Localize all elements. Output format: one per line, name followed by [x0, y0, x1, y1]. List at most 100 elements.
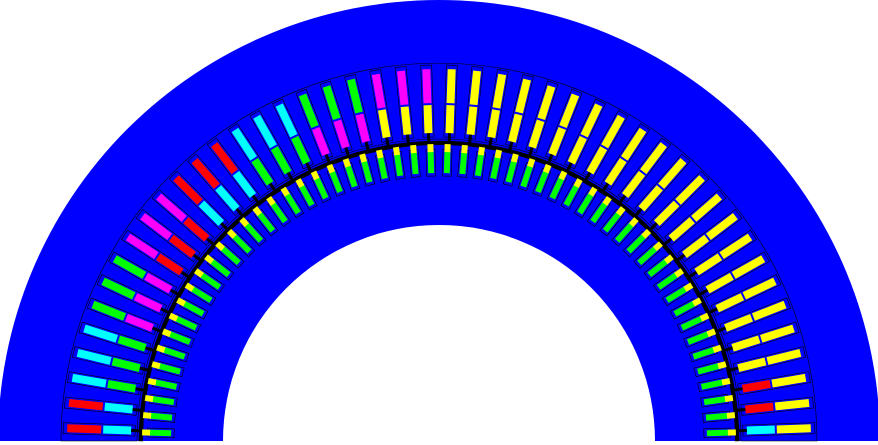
- rotor-bar-top: [717, 361, 727, 370]
- stator-coil-inner: [715, 293, 745, 313]
- rotor-bar: [220, 245, 241, 266]
- rotor-bar-top: [226, 228, 237, 239]
- stator-coil-inner: [668, 217, 695, 242]
- rotor-bar: [284, 192, 301, 215]
- stator-coil-inner: [104, 402, 134, 414]
- stator-slot-opening: [468, 134, 472, 144]
- stator-slot-opening: [192, 253, 202, 262]
- stator-slot-opening: [508, 141, 514, 151]
- rotor-bar-top: [215, 241, 226, 252]
- rotor-bar-top: [326, 163, 336, 174]
- stator-coil-outer: [67, 424, 102, 434]
- rotor-bar-top: [724, 394, 734, 403]
- rotor-bar-top: [727, 429, 736, 436]
- stator-slot-opening: [601, 182, 610, 192]
- rotor-bar: [647, 258, 669, 278]
- stator-coil-outer: [776, 424, 811, 434]
- rotor-bar-top: [683, 282, 694, 292]
- stator-coil-outer: [231, 127, 257, 161]
- rotor-bar: [377, 156, 388, 180]
- stator-slot-opening: [676, 253, 686, 262]
- stator-coil-outer: [140, 213, 173, 240]
- rotor-bar-top: [706, 328, 717, 338]
- stator-slot-opening: [723, 346, 734, 352]
- rotor-bar: [182, 300, 205, 317]
- stator-coil-outer: [469, 70, 482, 106]
- rotor-bar-top: [628, 217, 639, 228]
- stator-slot-opening: [406, 134, 410, 144]
- rotor-bar: [394, 153, 404, 177]
- stator-coil-outer: [675, 175, 705, 205]
- stator-slot-opening: [344, 146, 350, 157]
- shaft-bore: [223, 225, 655, 441]
- stator-coil-outer: [253, 114, 277, 149]
- rotor-bar-top: [461, 144, 468, 154]
- stator-slot-opening: [634, 207, 643, 217]
- rotor-bar-top: [542, 163, 552, 174]
- stator-slot-opening: [131, 428, 141, 433]
- stator-slot-opening: [135, 387, 145, 392]
- rotor-bar: [151, 396, 175, 406]
- stator-slot-opening: [584, 171, 592, 182]
- stator-coil-outer: [83, 324, 119, 343]
- stator-slot-opening: [618, 194, 627, 204]
- stator-coil-inner: [604, 157, 627, 186]
- rotor-bar-top: [527, 158, 536, 168]
- stator-coil-inner: [586, 146, 608, 175]
- stator-coil-inner: [466, 106, 478, 136]
- stator-slot-opening: [151, 326, 162, 333]
- rotor-bar-top: [477, 146, 486, 156]
- stator-slot-opening: [426, 133, 431, 143]
- rotor-bar: [703, 396, 727, 406]
- rotor-bar-top: [392, 146, 401, 156]
- stator-slot-opening: [663, 237, 673, 246]
- rotor-bar: [162, 346, 186, 360]
- rotor-bar-top: [161, 328, 172, 338]
- rotor-bar: [443, 151, 451, 174]
- rotor-bar: [680, 315, 704, 331]
- rotor-bar: [705, 412, 729, 421]
- rotor-bar-top: [142, 412, 152, 419]
- rotor-bar: [706, 429, 729, 437]
- stator-coil-outer: [173, 175, 203, 205]
- rotor-bar: [700, 379, 724, 390]
- rotor-bar: [686, 331, 710, 345]
- stator-coil-outer: [371, 73, 386, 109]
- stator-coil-inner: [168, 234, 197, 259]
- stator-coil-outer: [766, 349, 802, 365]
- stator-coil-inner: [198, 200, 225, 227]
- rotor-bar-top: [641, 228, 652, 239]
- stator-coil-inner: [111, 357, 141, 372]
- rotor-bar-top: [204, 254, 215, 265]
- stator-coil-outer: [91, 300, 127, 321]
- stator-slot-opening: [729, 366, 739, 372]
- stator-coil-inner: [746, 425, 775, 435]
- stator-coil-outer: [422, 69, 432, 104]
- stator-coil-outer: [446, 69, 456, 104]
- rotor-bar-top: [280, 186, 290, 197]
- stator-coil-outer: [705, 213, 738, 240]
- rotor-bar-top: [615, 206, 626, 217]
- rotor-bar: [199, 272, 222, 290]
- rotor-bar-top: [588, 186, 598, 197]
- stator-slot-opening: [220, 222, 229, 231]
- stator-coil-outer: [71, 373, 107, 388]
- stator-slot-opening: [132, 408, 142, 412]
- stator-coil-outer: [771, 373, 807, 388]
- stator-coil-inner: [155, 253, 184, 276]
- stator-slot-opening: [205, 237, 215, 246]
- rotor-bar: [231, 233, 252, 254]
- rotor-bar: [158, 363, 181, 375]
- stator-slot-opening: [180, 270, 190, 279]
- rotor-bar: [549, 176, 565, 200]
- rotor-bar-top: [510, 153, 519, 163]
- stator-coil-inner: [731, 335, 761, 352]
- rotor-bar: [149, 429, 172, 437]
- stator-coil-inner: [744, 402, 774, 414]
- rotor-bar: [474, 153, 484, 177]
- stator-slot-opening: [324, 153, 331, 164]
- stator-coil-outer: [298, 93, 319, 129]
- rotor-bar-top: [494, 149, 502, 159]
- stator-slot-opening: [251, 194, 260, 204]
